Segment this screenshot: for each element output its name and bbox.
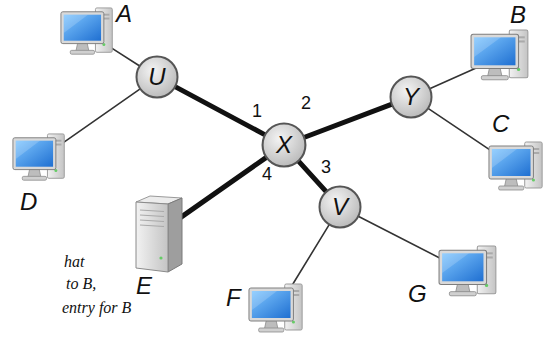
host-node: F [248, 282, 306, 338]
host-name: F [226, 286, 241, 310]
port-number: 1 [252, 102, 262, 120]
switch-node: Y [389, 75, 433, 119]
host-name: G [408, 282, 427, 306]
host-node: A [60, 6, 116, 60]
host-name: B [510, 3, 526, 27]
access-link [291, 225, 329, 287]
switch-name: Y [403, 85, 419, 109]
port-number: 3 [321, 158, 331, 176]
trunk-link [176, 87, 265, 135]
host-name: D [20, 190, 37, 214]
switch-node: V [318, 185, 362, 229]
access-link [428, 109, 493, 152]
switch-name: X [276, 133, 292, 157]
computer-icon [60, 6, 116, 60]
host-name: C [492, 112, 509, 136]
computer-icon [470, 28, 532, 86]
switch-name: V [332, 195, 348, 219]
computer-icon [438, 244, 500, 302]
host-node: G [438, 244, 500, 302]
host-node: C [488, 140, 546, 196]
note-text: entry for B [62, 300, 131, 316]
access-link [111, 48, 139, 66]
host-node: B [470, 28, 532, 86]
note-text: hat [64, 254, 84, 270]
port-number: 2 [301, 94, 311, 112]
computer-icon [248, 282, 306, 338]
server-node: E [128, 194, 186, 274]
access-link [430, 68, 475, 88]
host-name: E [136, 274, 152, 298]
host-node: D [12, 132, 68, 186]
port-number: 4 [262, 165, 272, 183]
trunk-link [181, 158, 266, 218]
trunk-link [305, 104, 392, 137]
access-link [63, 89, 140, 143]
computer-icon [488, 140, 546, 196]
note-text: to B, [66, 276, 96, 292]
host-name: A [116, 2, 132, 26]
switch-node: X [261, 122, 307, 168]
switch-name: U [148, 65, 165, 89]
switch-node: U [135, 55, 179, 99]
computer-icon [12, 132, 68, 186]
server-icon [128, 194, 186, 274]
access-link [359, 217, 444, 260]
